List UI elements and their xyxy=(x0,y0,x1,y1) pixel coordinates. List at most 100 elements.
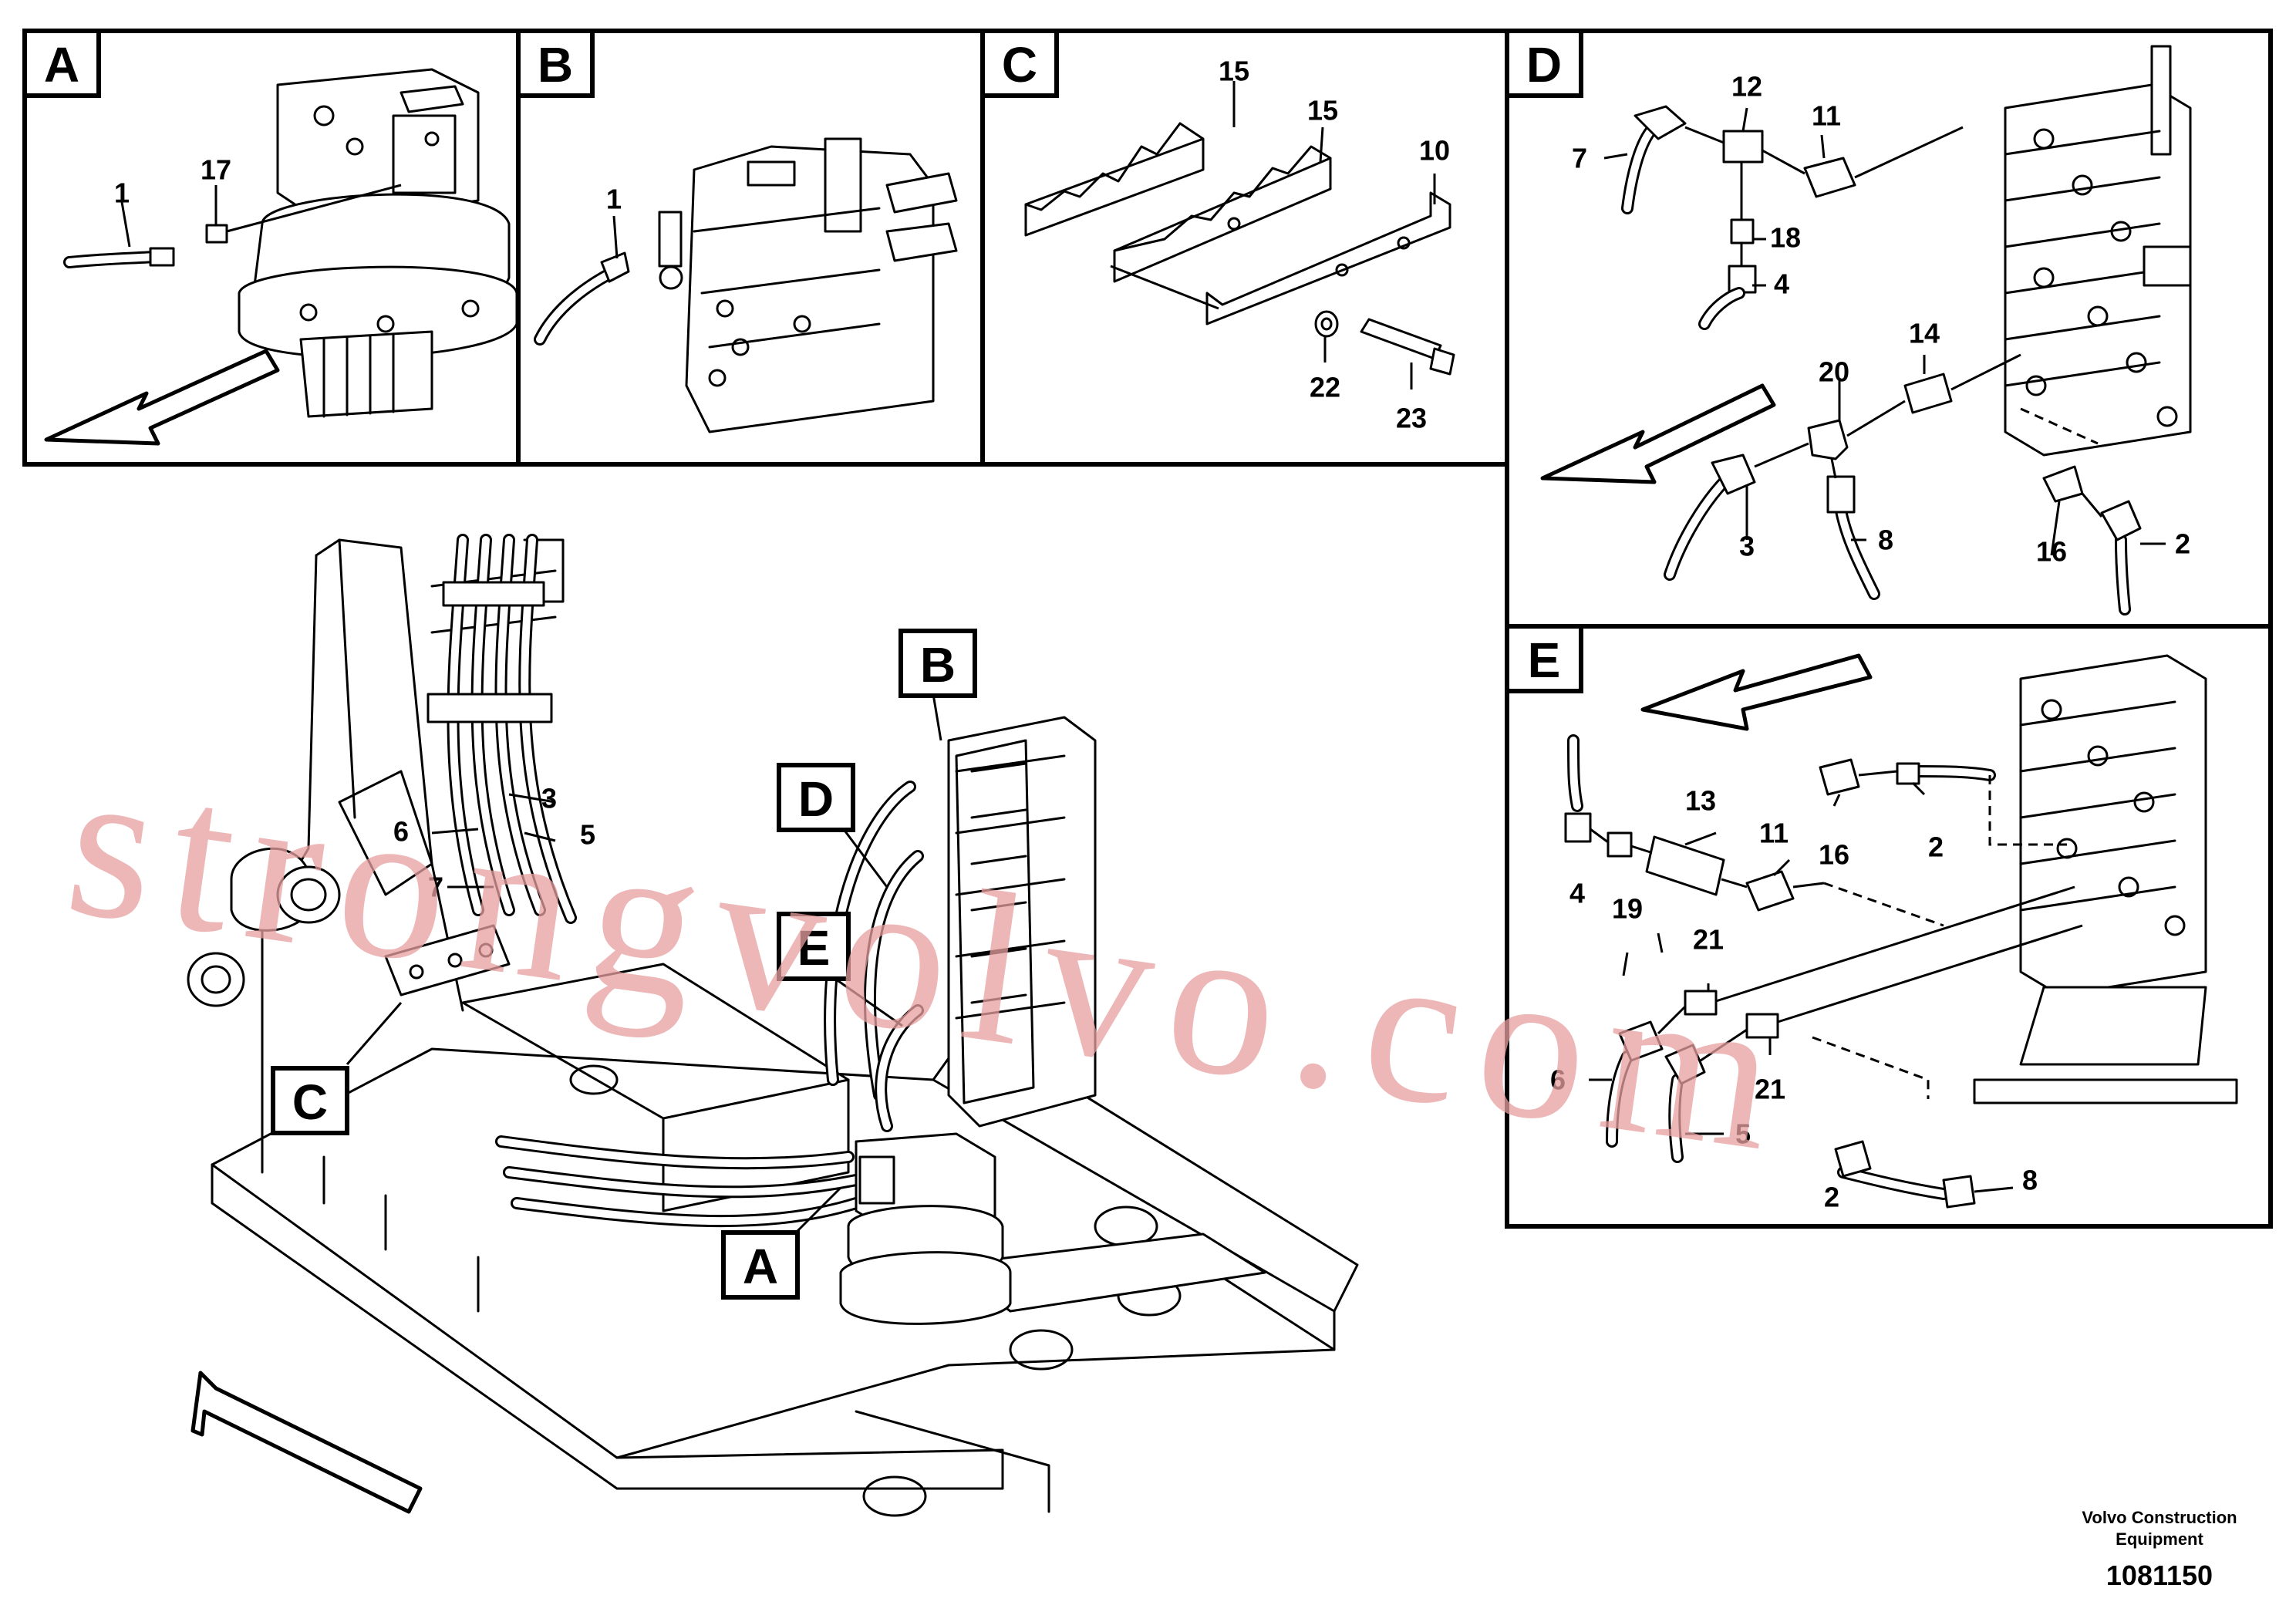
panel-b: B 1 xyxy=(516,29,958,433)
panel-d-label: D xyxy=(1505,29,1583,98)
panel-b-label: B xyxy=(516,29,595,98)
part-number-d-8: 8 xyxy=(1878,524,1893,556)
panel-d: D xyxy=(1505,29,2192,615)
part-number-d-20: 20 xyxy=(1819,356,1849,388)
swing-motor-main xyxy=(839,1132,1012,1325)
fitting-21-b xyxy=(1745,1013,1779,1039)
valve-hoses xyxy=(495,781,924,1228)
part-number-main-6: 6 xyxy=(393,816,409,848)
clamp-15-lower xyxy=(1113,145,1332,283)
callout-e-main: E xyxy=(777,912,851,981)
svg-text:A: A xyxy=(44,37,79,93)
fitting-18 xyxy=(1730,218,1755,244)
callout-d-main: D xyxy=(777,763,855,832)
hose-2-e xyxy=(1896,762,1996,785)
fitting-4-e xyxy=(1564,812,1592,843)
svg-text:B: B xyxy=(920,637,956,693)
fitting-11-d xyxy=(1803,157,1856,198)
fitting-12 xyxy=(1722,130,1764,164)
direction-arrow-d xyxy=(1540,383,1776,484)
bolt-23 xyxy=(1360,318,1455,376)
part-number-a-17: 17 xyxy=(201,154,231,186)
part-number-e-8: 8 xyxy=(2022,1165,2038,1196)
washer-22 xyxy=(1314,310,1339,338)
part-number-c-10: 10 xyxy=(1419,135,1450,167)
part-number-c-23: 23 xyxy=(1396,403,1427,434)
svg-text:A: A xyxy=(743,1239,778,1294)
detail-panels xyxy=(22,29,2273,1229)
part-number-e-16: 16 xyxy=(1819,839,1849,871)
control-valve-drawing-d xyxy=(2004,45,2192,457)
part-number-main-3: 3 xyxy=(541,783,557,814)
svg-text:E: E xyxy=(1528,632,1561,688)
svg-text:E: E xyxy=(797,920,831,976)
part-number-main-7: 7 xyxy=(428,872,443,903)
panel-e-label: E xyxy=(1505,624,1583,693)
part-number-e-21b: 21 xyxy=(1755,1074,1785,1105)
part-number-c-15a: 15 xyxy=(1219,56,1249,87)
part-number-e-13: 13 xyxy=(1685,785,1716,817)
part-number-main-5: 5 xyxy=(580,819,595,851)
part-number-d-18: 18 xyxy=(1770,222,1801,254)
part-number-c-15b: 15 xyxy=(1307,95,1338,126)
svg-text:C: C xyxy=(292,1074,328,1130)
part-number-c-22: 22 xyxy=(1310,372,1340,403)
part-number-d-2: 2 xyxy=(2175,528,2190,560)
callout-a-main: A xyxy=(721,1230,800,1300)
hose-1-b xyxy=(534,211,683,346)
fitting-19 xyxy=(1607,831,1633,858)
part-number-e-6: 6 xyxy=(1550,1064,1566,1096)
panel-c: C 15 15 10 22 23 xyxy=(980,29,1455,434)
hose-8-d xyxy=(1826,475,1880,600)
fitting-17 xyxy=(205,224,228,244)
swing-motor-drawing xyxy=(238,68,518,418)
hose-5-e xyxy=(1664,1044,1706,1163)
panel-c-label: C xyxy=(980,29,1059,98)
clamp-15-upper xyxy=(1024,122,1205,237)
fitting-20 xyxy=(1807,419,1849,460)
part-number-d-16: 16 xyxy=(2036,536,2067,568)
part-number-e-5: 5 xyxy=(1735,1118,1751,1150)
hose-8-e xyxy=(1834,1140,1976,1209)
company-line-2: Equipment xyxy=(2116,1529,2203,1549)
part-number-e-4: 4 xyxy=(1569,878,1585,909)
valve-13 xyxy=(1645,835,1725,896)
part-number-e-2b: 2 xyxy=(1824,1182,1839,1213)
svg-text:C: C xyxy=(1002,37,1037,93)
diagram-number: 1081150 xyxy=(2106,1560,2213,1591)
hose-1-a xyxy=(63,247,175,268)
callout-c-main: C xyxy=(271,1066,349,1135)
part-number-e-2a: 2 xyxy=(1928,831,1944,863)
hose-6-e xyxy=(1606,1020,1664,1148)
part-number-e-21a: 21 xyxy=(1693,924,1724,956)
part-number-d-12: 12 xyxy=(1731,71,1762,103)
part-number-e-11: 11 xyxy=(1759,818,1789,849)
hose-top-e xyxy=(1567,734,1583,812)
svg-text:D: D xyxy=(1526,37,1562,93)
hose-7-d xyxy=(1621,105,1687,214)
part-number-d-11: 11 xyxy=(1812,100,1841,132)
control-valve-drawing-e xyxy=(1973,654,2238,1104)
fitting-21-a xyxy=(1684,990,1718,1016)
part-number-a-1: 1 xyxy=(114,177,130,209)
hose-3-d xyxy=(1664,454,1756,581)
fitting-11-e xyxy=(1745,870,1795,912)
svg-text:D: D xyxy=(798,771,834,827)
fitting-16-e xyxy=(1819,758,1860,796)
part-number-d-7: 7 xyxy=(1572,143,1587,174)
company-line-1: Volvo Construction xyxy=(2082,1508,2237,1527)
part-number-d-14: 14 xyxy=(1909,318,1940,349)
panel-a: A 1 17 xyxy=(22,29,518,446)
panel-a-label: A xyxy=(22,29,101,98)
direction-arrow-e xyxy=(1640,653,1873,731)
panel-e: E xyxy=(1505,624,2238,1213)
panel-c-frame xyxy=(980,29,1509,467)
hose-short-d xyxy=(1698,287,1745,330)
plate-10 xyxy=(1205,191,1451,325)
boom-hoses xyxy=(426,534,577,924)
clamp-block-main xyxy=(384,924,511,996)
footer: Volvo Construction Equipment 1081150 xyxy=(2082,1508,2237,1591)
control-valve-drawing-b xyxy=(685,137,958,433)
hose-2-d xyxy=(2100,500,2142,615)
part-number-d-3: 3 xyxy=(1739,531,1755,562)
